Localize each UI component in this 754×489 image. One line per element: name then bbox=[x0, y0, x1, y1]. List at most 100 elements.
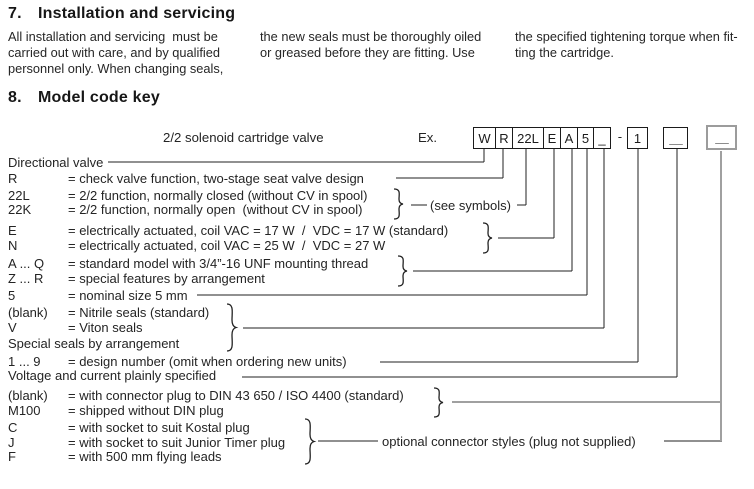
code-cell-text: R bbox=[499, 130, 509, 146]
model-key-row: 22L= 2/2 function, normally closed (with… bbox=[8, 188, 368, 203]
voltage-box: __ bbox=[663, 127, 688, 149]
body-line: carried out with care, and by qualified bbox=[8, 45, 220, 61]
code-cell-text: _ bbox=[598, 130, 606, 146]
section8-number: 8. bbox=[8, 89, 22, 106]
section7-number: 7. bbox=[8, 5, 22, 22]
model-key-row: Voltage and current plainly specified bbox=[8, 368, 216, 383]
row-code: N bbox=[8, 238, 18, 253]
model-key-row: 1 ... 9 = design number (omit when orderi… bbox=[8, 354, 347, 369]
code-cell-22L: 22L bbox=[513, 128, 544, 148]
code-cell-W: W bbox=[474, 128, 496, 148]
row-code: Special seals by arrangement bbox=[8, 336, 180, 351]
model-key-row: M100 = shipped without DIN plug bbox=[8, 403, 224, 418]
body-line: or greased before they are fitting. Use bbox=[260, 45, 475, 61]
row-code: J bbox=[8, 435, 15, 450]
body-line: ting the cartridge. bbox=[515, 45, 614, 61]
section7-title: Installation and servicing bbox=[38, 5, 236, 22]
gray-connector-lines bbox=[452, 151, 722, 441]
row-code: R bbox=[8, 171, 18, 186]
row-definition: = 2/2 function, normally open (without C… bbox=[68, 202, 363, 217]
row-definition: = with socket to suit Junior Timer plug bbox=[68, 435, 286, 450]
code-cell-R: R bbox=[496, 128, 513, 148]
model-key-row: C = with socket to suit Kostal plug bbox=[8, 420, 250, 435]
body-column-2: the new seals must be thoroughly oiled o… bbox=[260, 29, 505, 61]
code-separator-dash: - bbox=[617, 129, 623, 144]
model-key-row: J = with socket to suit Junior Timer plug bbox=[8, 435, 285, 450]
model-key-row: Special seals by arrangement bbox=[8, 336, 179, 351]
connector-box: __ bbox=[706, 125, 737, 150]
row-code: C bbox=[8, 420, 18, 435]
body-line: the new seals must be thoroughly oiled bbox=[260, 29, 482, 44]
brace-actuation bbox=[482, 222, 493, 254]
brace-optional-connector bbox=[304, 418, 317, 465]
section7-heading: 7. Installation and servicing bbox=[8, 5, 235, 23]
model-key-row: (blank) = Nitrile seals (standard) bbox=[8, 305, 209, 320]
row-definition: = nominal size 5 mm bbox=[68, 288, 188, 303]
row-code: (blank) bbox=[8, 388, 48, 403]
code-cell-A: A bbox=[561, 128, 578, 148]
model-key-row: 22K = 2/2 function, normally open (withou… bbox=[8, 202, 362, 217]
design-number-text: 1 bbox=[633, 130, 642, 146]
code-cell-text: 22L bbox=[517, 130, 539, 146]
row-definition: = with connector plug to DIN 43 650 / IS… bbox=[68, 388, 404, 403]
see-symbols-label: (see symbols) bbox=[430, 198, 511, 213]
code-cell-text: E bbox=[547, 130, 557, 146]
row-definition: = with 500 mm flying leads bbox=[68, 449, 222, 464]
brace-din-plug bbox=[433, 387, 444, 418]
row-code: 22K bbox=[8, 202, 32, 217]
row-code: F bbox=[8, 449, 16, 464]
row-definition: = check valve function, two-stage seat v… bbox=[68, 171, 364, 186]
example-label: Ex. bbox=[418, 130, 438, 145]
row-definition: = special features by arrangement bbox=[68, 271, 265, 286]
code-cell-blank: _ bbox=[594, 128, 610, 148]
section8-heading: 8. Model code key bbox=[8, 89, 160, 107]
model-key-row: Z ... R = special features by arrangement bbox=[8, 271, 265, 286]
row-definition: = shipped without DIN plug bbox=[68, 403, 224, 418]
row-definition: = electrically actuated, coil VAC = 17 W… bbox=[68, 223, 449, 238]
row-code: M100 bbox=[8, 403, 41, 418]
section8-title: Model code key bbox=[38, 89, 160, 106]
product-label: 2/2 solenoid cartridge valve bbox=[163, 130, 324, 145]
row-definition: = electrically actuated, coil VAC = 25 W… bbox=[68, 238, 386, 253]
brace-model bbox=[397, 255, 408, 287]
model-key-row: (blank) = with connector plug to DIN 43 6… bbox=[8, 388, 404, 403]
model-key-row: Directional valve bbox=[8, 155, 103, 170]
model-key-row: F = with 500 mm flying leads bbox=[8, 449, 222, 464]
row-code: 5 bbox=[8, 288, 16, 303]
row-definition: = Nitrile seals (standard) bbox=[68, 305, 210, 320]
row-definition: = with socket to suit Kostal plug bbox=[68, 420, 250, 435]
model-key-row: R = check valve function, two-stage seat … bbox=[8, 171, 364, 186]
code-cell-text: W bbox=[478, 130, 491, 146]
row-code: Voltage and current plainly specified bbox=[8, 368, 217, 383]
model-key-row: V = Viton seals bbox=[8, 320, 143, 335]
model-key-row: 5 = nominal size 5 mm bbox=[8, 288, 188, 303]
body-column-1: All installation and servicing must be c… bbox=[8, 29, 248, 78]
body-line: personnel only. When changing seals, bbox=[8, 61, 224, 77]
brace-seals bbox=[226, 303, 239, 352]
row-definition: = 2/2 function, normally closed (without… bbox=[68, 188, 368, 203]
voltage-box-text: __ bbox=[669, 130, 683, 146]
code-cell-E: E bbox=[544, 128, 561, 148]
row-code: Z ... R bbox=[8, 271, 44, 286]
model-key-row: E = electrically actuated, coil VAC = 17 … bbox=[8, 223, 448, 238]
body-line: the specified tightening torque when fit… bbox=[515, 29, 738, 44]
row-code: V bbox=[8, 320, 17, 335]
row-code: (blank) bbox=[8, 305, 48, 320]
row-code: E bbox=[8, 223, 17, 238]
code-cell-text: A bbox=[564, 130, 574, 146]
row-code: Directional valve bbox=[8, 155, 104, 170]
row-code: 1 ... 9 bbox=[8, 354, 41, 369]
row-definition: = design number (omit when ordering new … bbox=[68, 354, 347, 369]
code-cell-5: 5 bbox=[578, 128, 594, 148]
brace-function bbox=[393, 188, 404, 220]
model-code-strip: W R 22L E A 5 _ bbox=[473, 127, 611, 149]
optional-connector-label: optional connector styles (plug not supp… bbox=[382, 434, 636, 449]
row-code: A ... Q bbox=[8, 256, 45, 271]
row-definition: = standard model with 3/4”-16 UNF mounti… bbox=[68, 256, 369, 271]
model-key-row: A ... Q = standard model with 3/4”-16 UNF… bbox=[8, 256, 368, 271]
connector-box-text: __ bbox=[715, 130, 729, 145]
row-definition: = Viton seals bbox=[68, 320, 143, 335]
model-key-row: N = electrically actuated, coil VAC = 25 … bbox=[8, 238, 385, 253]
body-line: All installation and servicing must be bbox=[8, 29, 218, 44]
code-cell-text: 5 bbox=[581, 130, 590, 146]
